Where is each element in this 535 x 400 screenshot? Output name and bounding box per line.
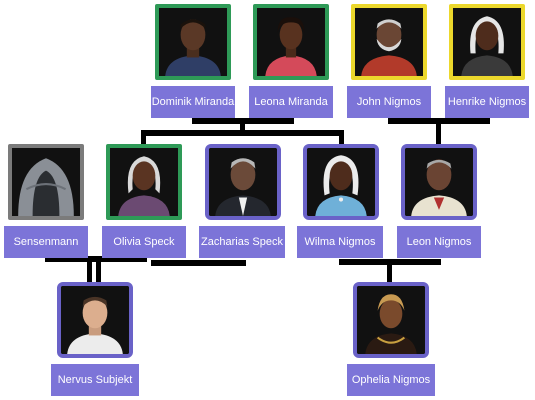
person-portrait-icon	[257, 8, 325, 76]
name-label-henrike-nigmos: Henrike Nigmos	[445, 86, 529, 118]
avatar-leona-miranda[interactable]	[253, 4, 329, 80]
name-label-zacharias-speck: Zacharias Speck	[199, 226, 285, 258]
person-portrait-icon	[357, 286, 425, 354]
tree-line-to-nervus-a	[87, 256, 92, 282]
avatar-john-nigmos[interactable]	[351, 4, 427, 80]
name-label-leon-nigmos: Leon Nigmos	[397, 226, 481, 258]
avatar-olivia-speck[interactable]	[106, 144, 182, 220]
avatar-leon-nigmos[interactable]	[401, 144, 477, 220]
tree-line-to-wilma	[339, 130, 344, 146]
tree-line-to-olivia	[141, 130, 146, 146]
name-label-leona-miranda: Leona Miranda	[249, 86, 333, 118]
name-label-nervus-subjekt: Nervus Subjekt	[51, 364, 139, 396]
name-label-wilma-nigmos: Wilma Nigmos	[297, 226, 383, 258]
tree-line-to-ophelia	[387, 259, 392, 283]
tree-line-to-nervus-b	[96, 256, 101, 282]
person-portrait-icon	[307, 148, 375, 216]
person-portrait-icon	[405, 148, 473, 216]
avatar-wilma-nigmos[interactable]	[303, 144, 379, 220]
avatar-zacharias-speck[interactable]	[205, 144, 281, 220]
person-portrait-icon	[110, 148, 178, 216]
person-portrait-icon	[61, 286, 129, 354]
avatar-nervus-subjekt[interactable]	[57, 282, 133, 358]
name-label-sensenmann: Sensenmann	[4, 226, 88, 258]
tree-line-generation-two	[141, 130, 344, 136]
tree-line-mirandas-down	[240, 118, 245, 134]
name-label-dominik-miranda: Dominik Miranda	[151, 86, 235, 118]
person-portrait-icon	[453, 8, 521, 76]
person-portrait-icon	[159, 8, 227, 76]
hooded-figure-icon	[12, 148, 80, 216]
person-portrait-icon	[209, 148, 277, 216]
avatar-ophelia-nigmos[interactable]	[353, 282, 429, 358]
avatar-sensenmann[interactable]	[8, 144, 84, 220]
person-portrait-icon	[355, 8, 423, 76]
avatar-henrike-nigmos[interactable]	[449, 4, 525, 80]
name-label-ophelia-nigmos: Ophelia Nigmos	[347, 364, 435, 396]
name-label-john-nigmos: John Nigmos	[347, 86, 431, 118]
name-label-olivia-speck: Olivia Speck	[102, 226, 186, 258]
tree-line-olivia-zacharias	[151, 260, 246, 266]
tree-line-to-leon	[436, 118, 441, 146]
avatar-dominik-miranda[interactable]	[155, 4, 231, 80]
